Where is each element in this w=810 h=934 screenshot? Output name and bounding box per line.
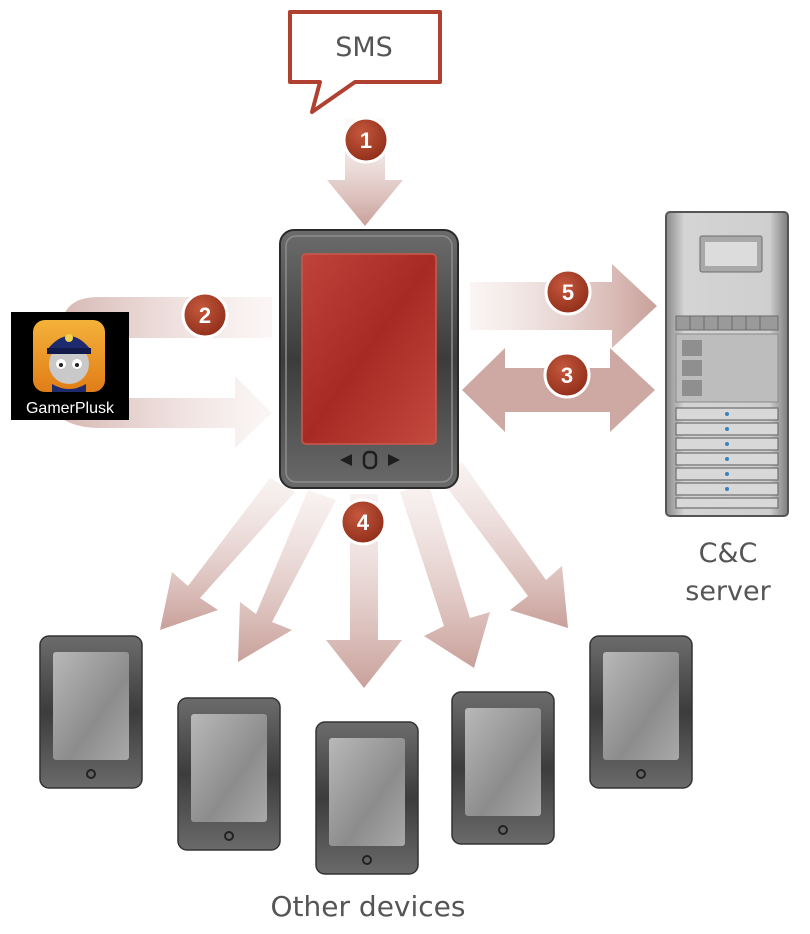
other-device [178,698,280,850]
svg-text:2: 2 [199,303,211,328]
other-devices-label: Other devices [271,890,466,923]
step-badge-2: 2 [183,293,227,337]
sms-callout: SMS [290,12,440,112]
other-device [316,722,418,874]
step-badge-5: 5 [546,270,590,314]
svg-text:5: 5 [562,280,574,305]
other-device [452,692,554,844]
svg-text:1: 1 [360,128,372,153]
phone-screen [302,254,436,444]
svg-text:4: 4 [357,510,370,535]
server-label-line2: server [685,576,771,607]
cc-server [666,212,788,516]
sms-label: SMS [335,32,393,63]
step-badge-3: 3 [545,353,589,397]
infected-phone [280,230,458,488]
app-icon-tile: GamerPlusk [11,312,129,420]
other-device [590,636,692,788]
app-label: GamerPlusk [26,400,115,417]
other-device [40,636,142,788]
police-game-app-icon [33,320,105,392]
step-badge-4: 4 [341,500,385,544]
svg-text:3: 3 [561,363,573,388]
fan-out-arrows [160,462,568,688]
server-label-line1: C&C [699,538,758,569]
step-badge-1: 1 [344,118,388,162]
